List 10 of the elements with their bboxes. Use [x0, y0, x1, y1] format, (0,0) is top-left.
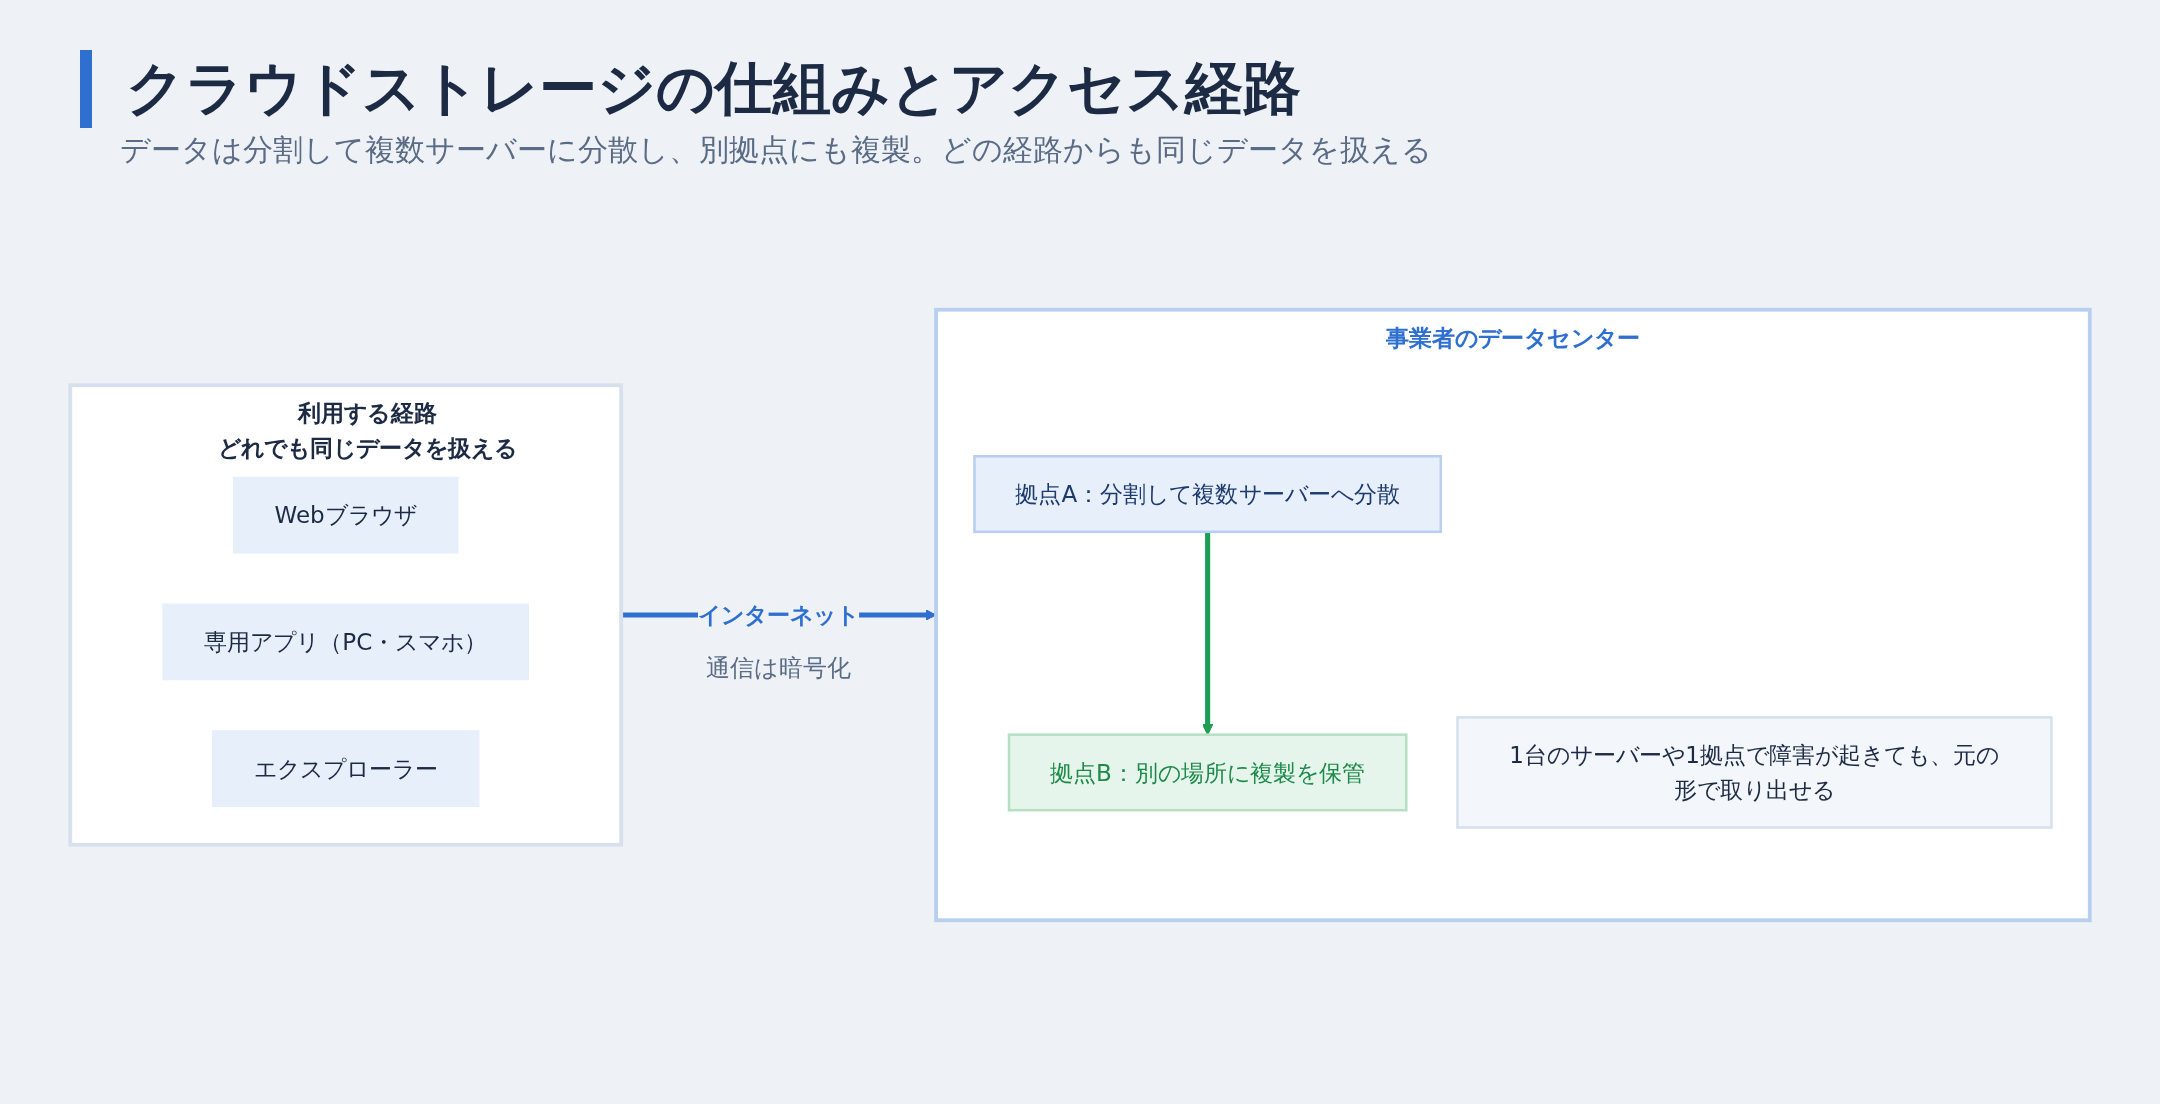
edge-label: インターネット: [697, 601, 860, 629]
node-box: Webブラウザ: [232, 476, 459, 554]
node-box: エクスプローラー: [211, 730, 480, 807]
node-box: 専用アプリ（PC・スマホ）: [162, 603, 530, 681]
subtitle: データは分割して複数サーバーに分散し、別拠点にも複製。どの経路からも同じデータを扱える: [120, 131, 1432, 169]
title: クラウドストレージの仕組みとアクセス経路: [126, 53, 1301, 124]
note-text: 通信は暗号化: [706, 653, 852, 685]
node-box: 拠点A：分割して複数サーバーへ分散: [973, 455, 1443, 534]
node-box: 1台のサーバーや1拠点で障害が起きても、元の形で取り出せる: [1456, 716, 2053, 829]
node-box: 拠点B：別の場所に複製を保管: [1007, 733, 1408, 812]
